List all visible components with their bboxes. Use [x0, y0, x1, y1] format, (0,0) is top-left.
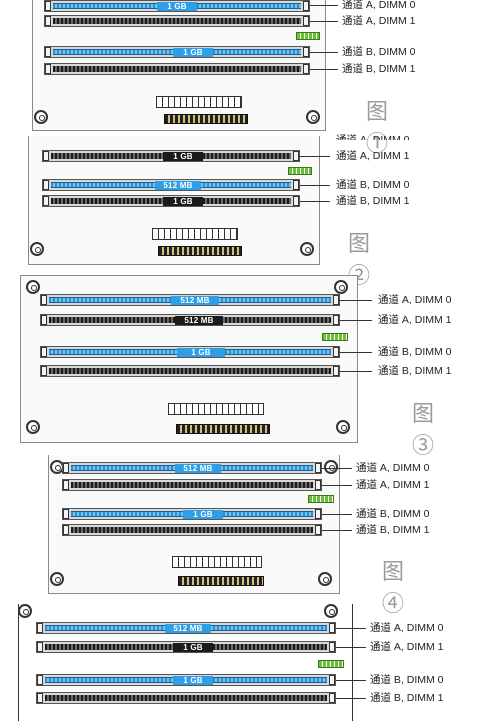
channel-label: 通道 A, DIMM 1: [378, 314, 452, 326]
module-size: 1 GB: [163, 152, 203, 161]
dimm-slot: 1 GB: [62, 508, 322, 520]
screw-hole-icon: [18, 604, 32, 618]
screw-hole-icon: [318, 572, 332, 586]
dimm-slot: 1 GB: [36, 641, 336, 653]
dimm-slot: 512 MB: [40, 314, 340, 326]
channel-label: 通道 B, DIMM 1: [336, 195, 410, 207]
dimm-slot: [40, 365, 340, 377]
screw-hole-icon: [50, 572, 64, 586]
figure-caption: 图③: [412, 402, 436, 459]
power-connector-icon: [156, 96, 242, 108]
pin-header-icon: [322, 333, 348, 341]
screw-hole-icon: [334, 280, 348, 294]
channel-label: 通道 B, DIMM 1: [378, 365, 452, 377]
channel-label: 通道 A, DIMM 0: [378, 294, 452, 306]
figure-caption: 图④: [382, 560, 406, 617]
channel-label: 通道 A, DIMM 0: [370, 622, 444, 634]
screw-hole-icon: [50, 460, 64, 474]
module-size: 1 GB: [163, 197, 203, 206]
channel-label: 通道 A, DIMM 1: [370, 641, 444, 653]
module-size: 1 GB: [157, 2, 197, 11]
pin-header-icon: [288, 167, 312, 175]
power-connector-icon: [158, 246, 242, 256]
screw-hole-icon: [324, 460, 338, 474]
module-size: 1 GB: [183, 510, 223, 519]
screw-hole-icon: [300, 242, 314, 256]
dimm-slot: [44, 15, 310, 27]
power-connector-icon: [172, 556, 262, 568]
channel-label: 通道 A, DIMM 1: [342, 15, 416, 27]
channel-label: 通道 B, DIMM 0: [336, 179, 410, 191]
dimm-slot: 512 MB: [36, 622, 336, 634]
pin-header-icon: [308, 495, 334, 503]
channel-label: 通道 B, DIMM 0: [370, 674, 444, 686]
module-size: 512 MB: [155, 181, 201, 190]
power-connector-icon: [168, 403, 264, 415]
module-size: 512 MB: [175, 316, 223, 325]
module-size: 1 GB: [173, 48, 213, 57]
screw-hole-icon: [34, 110, 48, 124]
dimm-slot: 1 GB: [42, 195, 300, 207]
dimm-slot: 1 GB: [40, 346, 340, 358]
dimm-slot: [62, 524, 322, 536]
power-connector-icon: [152, 228, 238, 240]
module-size: 512 MB: [175, 464, 221, 473]
module-size: 1 GB: [177, 348, 225, 357]
channel-label: 通道 B, DIMM 0: [356, 508, 430, 520]
screw-hole-icon: [26, 420, 40, 434]
figure-caption: 图①: [366, 100, 390, 157]
screw-hole-icon: [26, 280, 40, 294]
pin-header-icon: [296, 32, 320, 40]
screw-hole-icon: [336, 420, 350, 434]
module-size: 512 MB: [165, 624, 211, 633]
power-connector-icon: [176, 424, 270, 434]
module-size: 1 GB: [173, 676, 213, 685]
screw-hole-icon: [306, 110, 320, 124]
channel-label: 通道 A, DIMM 1: [336, 150, 410, 162]
module-size: 512 MB: [171, 296, 219, 305]
power-connector-icon: [178, 576, 264, 586]
dimm-slot: [62, 479, 322, 491]
screw-hole-icon: [30, 242, 44, 256]
channel-label: 通道 B, DIMM 0: [378, 346, 452, 358]
channel-label: 通道 A, DIMM 0: [356, 462, 430, 474]
channel-label: 通道 A, DIMM 0: [342, 0, 416, 11]
screw-hole-icon: [324, 604, 338, 618]
dimm-slot: 1 GB: [36, 674, 336, 686]
dimm-slot: 512 MB: [40, 294, 340, 306]
dimm-slot: 1 GB: [44, 0, 310, 12]
dimm-slot: 1 GB: [44, 46, 310, 58]
channel-label: 通道 B, DIMM 1: [342, 63, 416, 75]
channel-label: 通道 B, DIMM 1: [370, 692, 444, 704]
power-connector-icon: [164, 114, 248, 124]
module-size: 1 GB: [173, 643, 213, 652]
channel-label: 通道 A, DIMM 1: [356, 479, 430, 491]
dimm-slot: [44, 63, 310, 75]
dimm-slot: [36, 692, 336, 704]
dimm-slot: 1 GB: [42, 150, 300, 162]
pin-header-icon: [318, 660, 344, 668]
channel-label: 通道 A, DIMM 0: [336, 134, 410, 140]
dimm-slot: 512 MB: [42, 179, 300, 191]
channel-label: 通道 B, DIMM 0: [342, 46, 416, 58]
dimm-slot: 512 MB: [62, 462, 322, 474]
channel-label: 通道 B, DIMM 1: [356, 524, 430, 536]
